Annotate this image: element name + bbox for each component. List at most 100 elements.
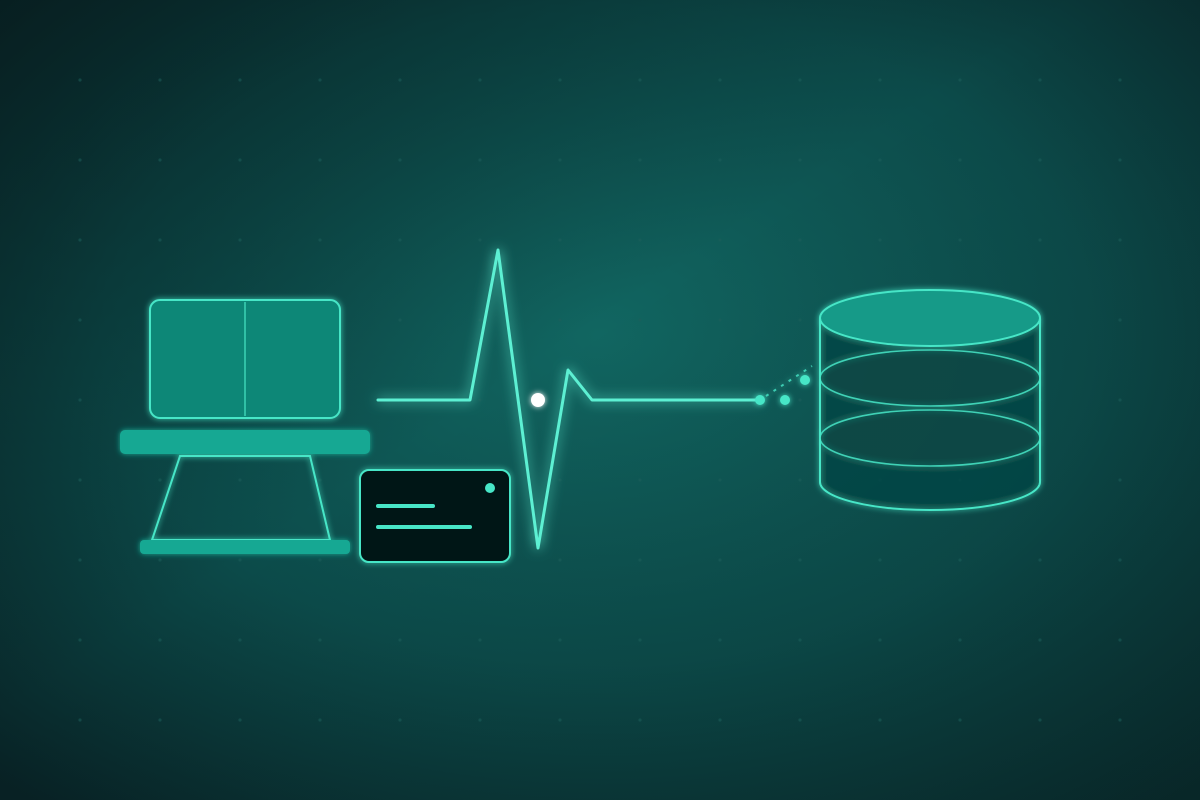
grid-dot [558,478,562,482]
grid-dot [78,398,82,402]
grid-dot [478,318,482,322]
grid-dot [1038,638,1042,642]
grid-dot [1118,78,1122,82]
grid-dot [638,558,642,562]
grid-dot [1118,478,1122,482]
grid-dot [878,558,882,562]
grid-dot [718,78,722,82]
grid-dot [238,718,242,722]
heartbeat-line-icon [376,248,762,550]
grid-dot [478,398,482,402]
grid-dot [238,638,242,642]
connector-dashes [765,365,813,397]
grid-dot [158,558,162,562]
grid-dot [718,558,722,562]
desktop-computer-icon [120,299,370,554]
grid-dot [158,78,162,82]
grid-dot [1038,558,1042,562]
grid-dot [798,398,802,402]
grid-dot [798,78,802,82]
grid-dot [78,238,82,242]
grid-dot [478,638,482,642]
grid-dot [78,78,82,82]
grid-dot [78,318,82,322]
heartbeat-path [376,248,762,550]
grid-dot [718,318,722,322]
grid-dot [78,718,82,722]
grid-dot [638,78,642,82]
grid-dot [78,558,82,562]
grid-dot [558,78,562,82]
grid-dot [798,478,802,482]
grid-dot [638,478,642,482]
grid-dot [638,158,642,162]
database-ring-2 [819,409,1041,467]
grid-dot [398,638,402,642]
grid-dot [798,238,802,242]
grid-dot [478,158,482,162]
grid-dot [158,478,162,482]
grid-dot [478,238,482,242]
grid-dot [638,238,642,242]
grid-dot [878,718,882,722]
grid-dot [878,638,882,642]
grid-dot [1038,718,1042,722]
grid-dot [718,478,722,482]
dotted-connector-icon [755,365,813,405]
grid-dot [958,558,962,562]
grid-dot [558,398,562,402]
grid-dot [398,238,402,242]
grid-dot [958,638,962,642]
grid-dot [958,158,962,162]
grid-dot [718,238,722,242]
terminal-card-icon [359,469,511,563]
grid-dot [318,638,322,642]
grid-dot [1118,558,1122,562]
grid-dot [318,558,322,562]
grid-dot [1118,158,1122,162]
grid-dot [158,238,162,242]
terminal-card [359,469,511,563]
grid-dot [1038,158,1042,162]
grid-dot [958,718,962,722]
database-ring-1 [819,349,1041,407]
connector-dot-2 [780,395,790,405]
grid-dot [798,638,802,642]
database-top [819,289,1041,347]
grid-dot [1118,318,1122,322]
connector-dot-3 [800,375,810,385]
grid-dot [318,478,322,482]
grid-dot [878,158,882,162]
grid-dot [638,318,642,322]
grid-dot [158,158,162,162]
grid-dot [558,158,562,162]
grid-dot [78,158,82,162]
grid-dot [398,718,402,722]
grid-dot [78,478,82,482]
grid-dot [1118,238,1122,242]
grid-dot [478,78,482,82]
grid-dot [878,238,882,242]
grid-dot [718,158,722,162]
grid-dot [238,558,242,562]
grid-dot [1118,398,1122,402]
grid-dot [558,558,562,562]
grid-dot [798,158,802,162]
grid-dot [718,638,722,642]
grid-dot [798,558,802,562]
grid-dot [238,478,242,482]
grid-dot [318,158,322,162]
desk-base [140,540,350,554]
grid-dot [798,318,802,322]
grid-dot [558,718,562,722]
terminal-status-dot [485,483,495,493]
grid-dot [158,638,162,642]
connector-dot-1 [755,395,765,405]
grid-dot [558,638,562,642]
grid-dot [558,238,562,242]
database-icon [819,289,1041,511]
grid-dot [958,78,962,82]
grid-dot [638,638,642,642]
grid-dot [318,718,322,722]
grid-dot [238,78,242,82]
